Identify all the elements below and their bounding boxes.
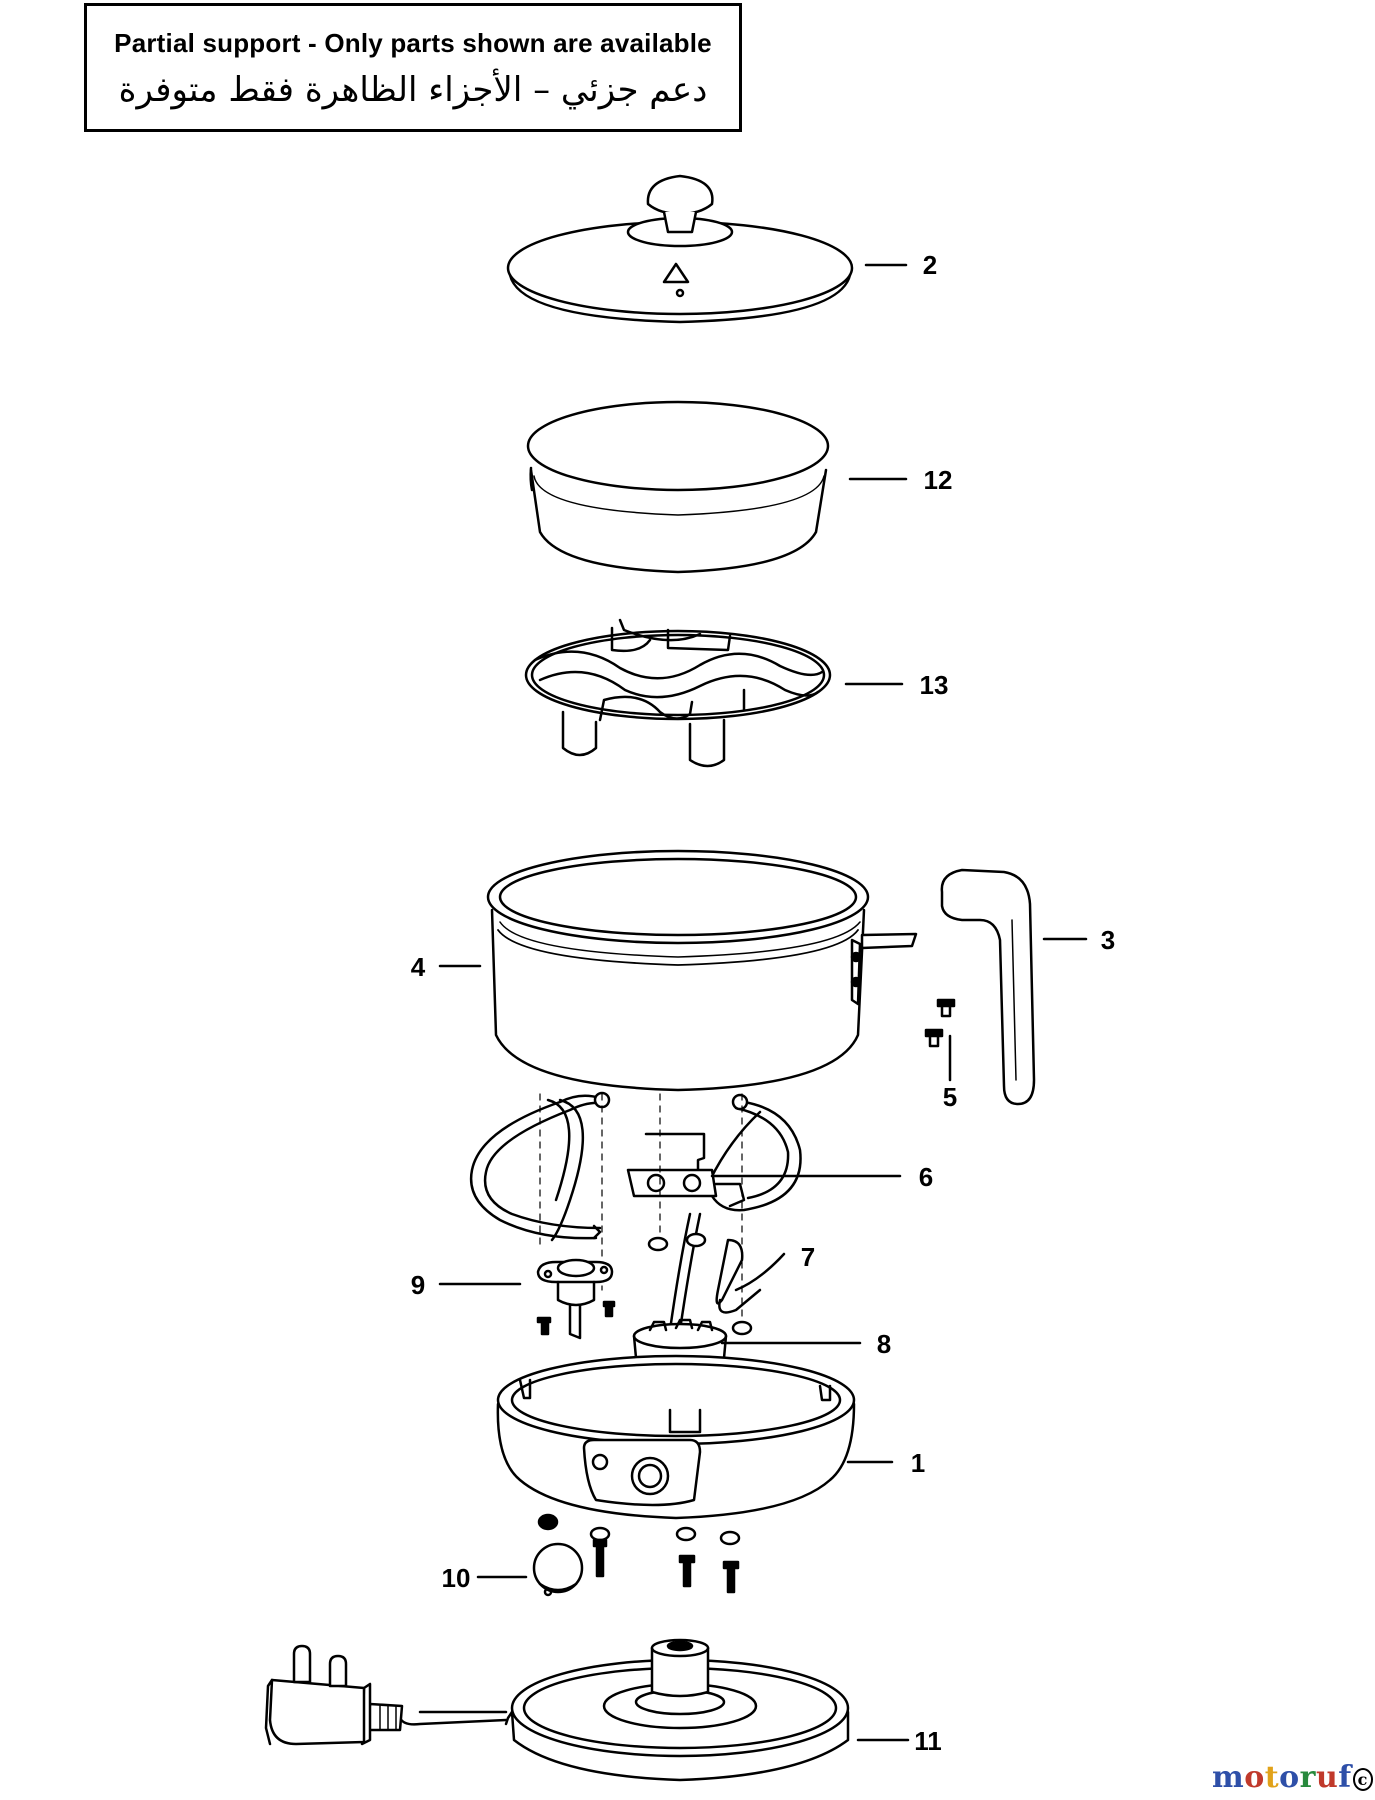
notice-arabic-text: دعم جزئي – الأجزاء الظاهرة فقط متوفرة <box>118 70 708 110</box>
availability-notice: Partial support - Only parts shown are a… <box>84 3 742 132</box>
callout-10: 10 <box>442 1563 471 1593</box>
leader-7 <box>734 1252 786 1292</box>
copyright-icon: c <box>1352 1767 1373 1791</box>
callout-9: 9 <box>411 1270 425 1300</box>
callout-2: 2 <box>923 250 937 280</box>
callout-8: 8 <box>877 1329 891 1359</box>
callout-7: 7 <box>801 1242 815 1272</box>
part-inner-bowl <box>526 400 830 574</box>
callout-4: 4 <box>411 952 426 982</box>
watermark-letter: u <box>1315 1760 1339 1795</box>
part-power-base <box>264 1638 850 1782</box>
watermark-letter: o <box>1244 1760 1265 1795</box>
part-steam-rack <box>524 618 832 768</box>
part-base-housing <box>496 1354 856 1520</box>
watermark-letter: t <box>1264 1760 1280 1795</box>
part-outer-pot <box>486 849 918 1092</box>
watermark-letter: o <box>1279 1760 1300 1795</box>
watermark-text: motoruf <box>1212 1760 1352 1795</box>
watermark-letter: m <box>1212 1760 1245 1795</box>
callout-3: 3 <box>1101 925 1115 955</box>
part-screws <box>924 998 956 1048</box>
part-lid <box>506 174 854 324</box>
notice-english-text: Partial support - Only parts shown are a… <box>114 28 712 58</box>
part-control-knob <box>532 1542 584 1597</box>
callout-1: 1 <box>911 1448 925 1478</box>
part-wiring-harness <box>469 1091 802 1336</box>
callout-6: 6 <box>919 1162 933 1192</box>
part-handle <box>940 868 1036 1106</box>
part-thermostat <box>536 1258 616 1340</box>
part-base-fasteners <box>537 1513 741 1594</box>
callout-5: 5 <box>943 1082 957 1112</box>
watermark-letter: f <box>1338 1760 1352 1795</box>
callout-11: 11 <box>914 1726 942 1756</box>
callout-12: 12 <box>924 465 953 495</box>
watermark-letter: r <box>1299 1760 1316 1795</box>
callout-13: 13 <box>920 670 949 700</box>
